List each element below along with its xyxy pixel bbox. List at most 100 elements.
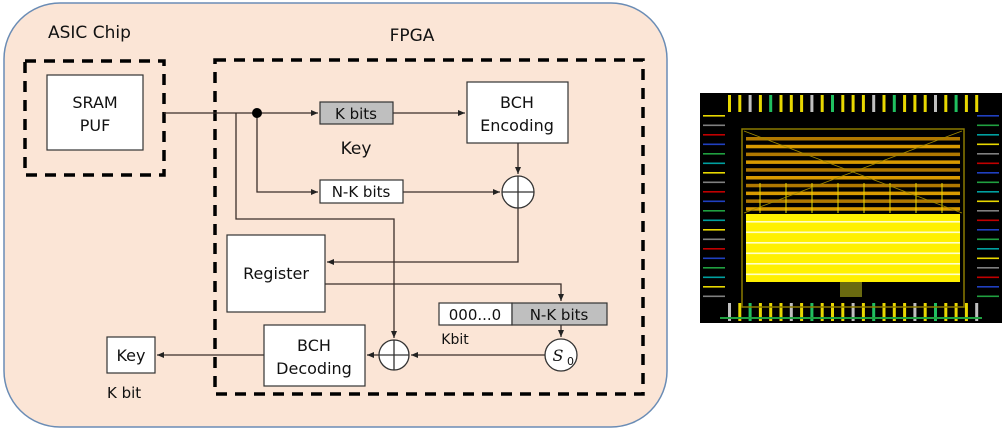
io-pad <box>923 95 927 112</box>
zero-pad-label: 000...0 <box>449 306 501 324</box>
memory-array <box>746 214 960 282</box>
nk-bits-helper-block <box>511 302 608 326</box>
io-pad <box>800 303 804 321</box>
io-pad <box>703 124 725 127</box>
io-pad <box>872 303 876 321</box>
kbit-caption: Kbit <box>441 332 469 348</box>
io-pad <box>841 303 845 321</box>
k-bits-label: K bits <box>335 105 377 123</box>
key-caption: Key <box>341 139 372 159</box>
wire-dot-to-nkbits <box>256 113 318 195</box>
io-pad <box>954 303 958 321</box>
register-block <box>226 234 326 313</box>
io-pad <box>703 276 725 279</box>
io-pad <box>903 95 907 112</box>
io-pad <box>703 143 725 146</box>
fpga-label: FPGA <box>390 26 435 46</box>
io-pad <box>977 134 999 136</box>
bch-encoding-label-line2: Encoding <box>480 116 554 135</box>
io-pad <box>903 303 907 321</box>
io-pad <box>934 95 937 112</box>
io-pad <box>975 303 979 321</box>
bch-decoding-label-line1: BCH <box>297 336 331 355</box>
io-pad <box>977 172 999 174</box>
io-pad <box>703 238 725 241</box>
io-pad <box>892 95 896 112</box>
routing-stripe <box>746 152 960 157</box>
io-pad <box>954 95 958 112</box>
routing-stripe <box>746 183 960 188</box>
io-pad <box>789 303 793 321</box>
key-output-block <box>106 336 156 374</box>
io-pad <box>977 191 999 193</box>
io-pad <box>977 115 999 117</box>
io-pad <box>738 95 742 112</box>
io-pad <box>977 238 999 241</box>
bottom-io-pads <box>720 303 982 321</box>
io-pad <box>913 95 917 112</box>
bottom-connector <box>840 282 862 297</box>
io-pad <box>944 303 948 321</box>
routing-stripe <box>746 160 960 164</box>
routing-stripe <box>746 199 960 203</box>
io-pad <box>703 134 725 136</box>
s0-label: S <box>553 346 564 365</box>
io-pad <box>748 95 752 112</box>
key-output-label: Key <box>116 346 145 365</box>
io-pad <box>977 276 999 279</box>
io-pad <box>779 95 783 112</box>
io-pad <box>703 267 725 269</box>
wire-puf-to-decode-xor <box>235 113 397 338</box>
bch-decoding-block <box>263 324 366 387</box>
io-pad <box>851 95 855 112</box>
io-pad <box>882 303 886 321</box>
io-pad <box>758 95 762 112</box>
io-pad <box>977 286 999 288</box>
io-pad <box>703 219 725 222</box>
right-io-pads <box>977 115 999 298</box>
io-pad <box>820 303 824 321</box>
io-pad <box>892 303 896 321</box>
io-pad <box>703 248 725 250</box>
io-pad <box>703 191 725 193</box>
io-pad <box>977 143 999 146</box>
io-pad <box>703 200 725 203</box>
io-pad <box>913 303 917 321</box>
io-pad <box>703 210 725 212</box>
io-pad <box>779 303 783 321</box>
io-pad <box>703 295 725 298</box>
io-pad <box>934 303 937 321</box>
io-pad <box>769 95 773 112</box>
routing-stripe <box>746 168 960 172</box>
io-pad <box>977 219 999 222</box>
junction-dot <box>252 108 262 118</box>
io-pad <box>703 286 725 288</box>
bch-encoding-block <box>466 81 569 144</box>
routing-region <box>746 137 960 213</box>
io-pad <box>748 303 752 321</box>
sram-region <box>23 59 166 177</box>
io-pad <box>703 181 725 184</box>
io-pad <box>977 210 999 212</box>
io-pad <box>977 181 999 184</box>
wire-xor-to-register <box>327 208 519 265</box>
io-pad <box>800 95 804 112</box>
io-pad <box>977 295 999 298</box>
io-pad <box>964 95 968 112</box>
routing-stripe <box>746 137 960 141</box>
routing-stripe <box>746 176 960 180</box>
io-pad <box>769 303 773 321</box>
routing-stripe <box>746 191 960 196</box>
io-pad <box>831 303 834 321</box>
io-pad <box>872 95 876 112</box>
io-pad <box>964 303 968 321</box>
io-pad <box>977 257 999 260</box>
nk-bits-label: N-K bits <box>332 183 391 201</box>
left-io-pads <box>703 115 725 298</box>
sram-puf-label-line1: SRAM <box>72 93 117 112</box>
io-pad <box>820 95 824 112</box>
routing-stripe <box>746 144 960 149</box>
io-pad <box>728 303 731 321</box>
io-pad <box>977 248 999 250</box>
